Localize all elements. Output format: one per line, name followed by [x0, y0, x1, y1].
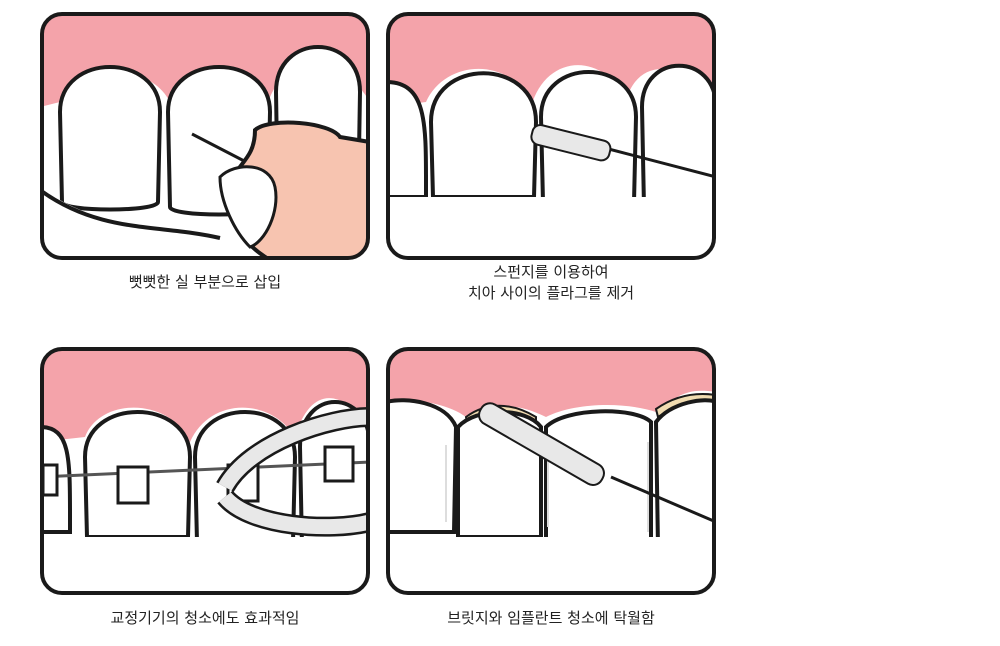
caption-line: 교정기기의 청소에도 효과적임 — [110, 609, 300, 627]
illustration-braces — [40, 347, 370, 595]
bracket-icon — [323, 445, 355, 483]
bracket-icon — [116, 465, 150, 505]
arch-wire — [42, 460, 368, 479]
caption-braces: 교정기기의 청소에도 효과적임 — [40, 608, 370, 629]
bracket-icon — [42, 463, 59, 497]
illustration-insert-threader — [40, 12, 370, 260]
caption-line: 뻣뻣한 실 부분으로 삽입 — [128, 273, 282, 291]
caption-sponge-plaque: 스펀지를 이용하여 치아 사이의 플라그를 제거 — [386, 262, 716, 304]
caption-bridge-implant: 브릿지와 임플란트 청소에 탁월함 — [386, 608, 716, 629]
caption-line: 치아 사이의 플라그를 제거 — [467, 284, 635, 302]
caption-line: 스펀지를 이용하여 — [493, 263, 609, 281]
sponge-floss-icon — [478, 402, 605, 486]
caption-insert-threader: 뻣뻣한 실 부분으로 삽입 — [40, 272, 370, 293]
sponge-floss-icon — [218, 409, 368, 492]
sponge-floss-icon — [530, 124, 612, 162]
illustration-bridge-implant — [386, 347, 716, 595]
illustration-sponge-plaque — [386, 12, 716, 260]
caption-line: 브릿지와 임플란트 청소에 탁월함 — [447, 609, 655, 627]
